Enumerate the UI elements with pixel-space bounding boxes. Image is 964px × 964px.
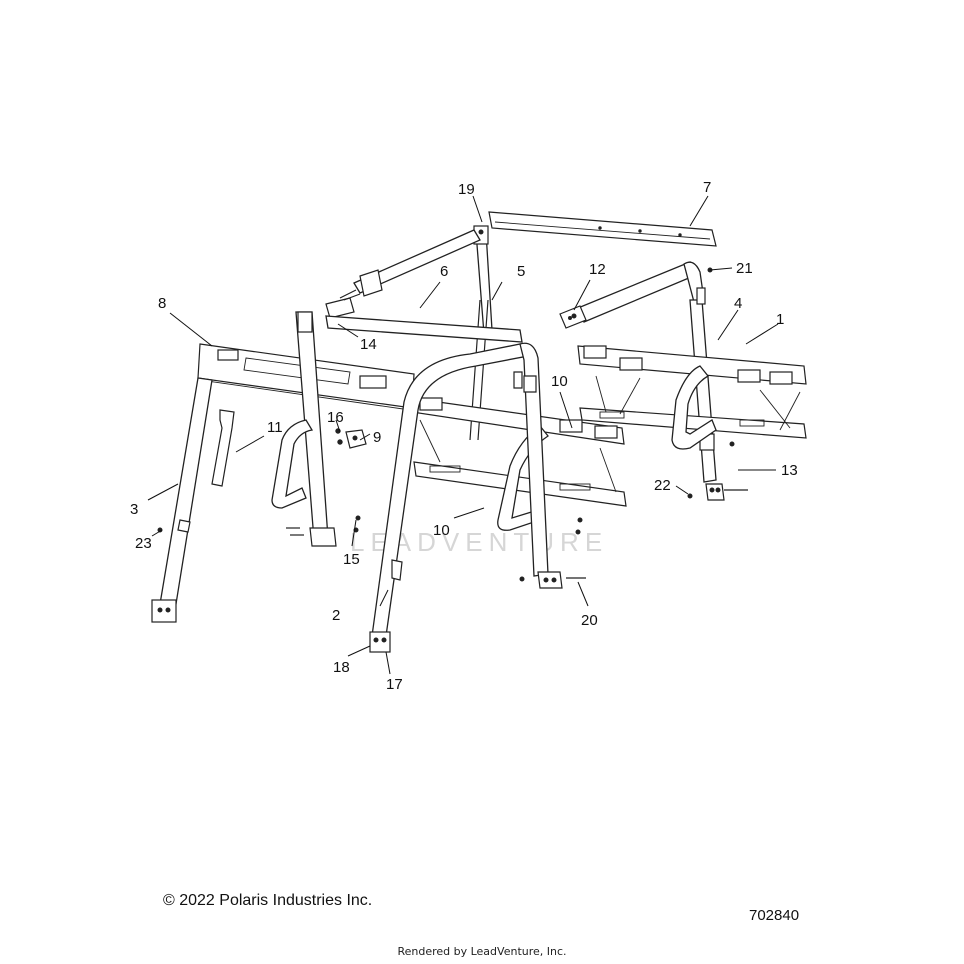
callout-9: 9	[373, 429, 381, 446]
hardware	[157, 267, 748, 582]
callout-3: 3	[130, 501, 138, 518]
part-left-mid-upright	[295, 311, 337, 547]
callout-12: 12	[589, 261, 606, 278]
leader-lines	[147, 195, 779, 675]
callout-2: 2	[332, 607, 340, 624]
callout-13: 13	[781, 462, 798, 479]
callout-22: 22	[654, 477, 671, 494]
callout-19: 19	[458, 181, 475, 198]
part-7-rear-crossbar	[488, 211, 717, 247]
part-12-side-rail	[559, 261, 697, 329]
callouts: 1 2 3 4 5 6 7 8 9 10 10 11 12 13 14 15 1…	[130, 179, 798, 693]
part-2-front-roll-bar	[369, 342, 563, 653]
callout-15: 15	[343, 551, 360, 568]
callout-14: 14	[360, 336, 377, 353]
callout-10-rear: 10	[551, 373, 568, 390]
callout-4: 4	[734, 295, 742, 312]
part-3-front-left-upright	[151, 377, 213, 623]
part-10-mid-rack	[409, 397, 627, 507]
callout-7: 7	[703, 179, 711, 196]
callout-16: 16	[327, 409, 344, 426]
callout-23: 23	[135, 535, 152, 552]
callout-8: 8	[158, 295, 166, 312]
callout-21: 21	[736, 260, 753, 277]
part-10-grab-handle-rear	[671, 365, 717, 450]
callout-10-front: 10	[433, 522, 450, 539]
part-10-grab-handle-left	[271, 419, 314, 509]
part-14-joint	[325, 289, 523, 343]
copyright-text: © 2022 Polaris Industries Inc.	[163, 892, 373, 909]
callout-6: 6	[440, 263, 448, 280]
callout-20: 20	[581, 612, 598, 629]
callout-18: 18	[333, 659, 350, 676]
part-1-rear-rack-side	[577, 345, 807, 439]
rendered-by-text: Rendered by LeadVenture, Inc.	[397, 945, 567, 958]
callout-1: 1	[776, 311, 784, 328]
diagram-number: 702840	[749, 907, 800, 924]
part-6-diagonal-brace	[353, 229, 481, 297]
part-9-clamp	[345, 429, 367, 449]
callout-17: 17	[386, 676, 403, 693]
part-11-bracket	[211, 409, 235, 487]
callout-11: 11	[267, 419, 283, 436]
callout-5: 5	[517, 263, 525, 280]
